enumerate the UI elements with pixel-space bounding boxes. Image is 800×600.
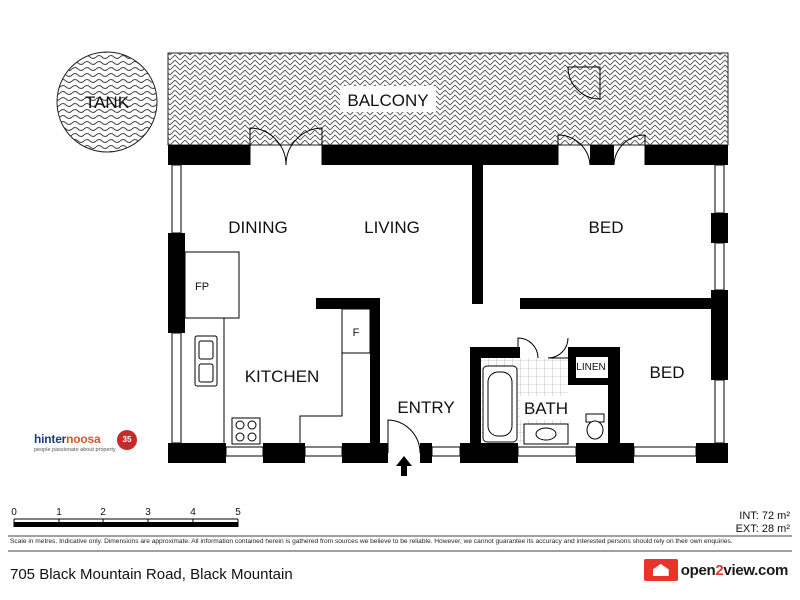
room-label-bed-2: BED [650,363,685,382]
label-linen: LINEN [576,362,605,373]
scale-bar: 0 1 2 3 4 5 [11,507,241,527]
tank-area [56,51,158,153]
agency-logo: hinternoosa people passionate about prop… [34,432,116,453]
portal-name: open2view.com [680,561,789,579]
balcony-label: BALCONY [347,91,428,110]
kitchen-benches [184,251,371,445]
room-label-kitchen: KITCHEN [245,367,320,386]
room-label-entry: ENTRY [397,398,454,417]
internal-area: INT: 72 m² [739,510,790,522]
room-label-bath: BATH [524,399,568,418]
agency-name: hinternoosa [34,432,101,446]
tank-label: TANK [85,93,130,112]
scale-tick: 5 [235,507,241,518]
bath-fixtures [482,365,605,445]
external-area: EXT: 28 m² [735,523,790,535]
interior-walls [316,152,720,453]
label-fireplace: FP [195,281,209,293]
room-label-living: LIVING [364,218,420,237]
door-swings [249,66,646,454]
room-label-dining: DINING [228,218,288,237]
scale-tick: 2 [100,507,106,518]
balcony-area [167,52,729,146]
scale-tick: 1 [56,507,62,518]
anniversary-badge: 35 [117,430,137,450]
entry-arrow-icon [396,456,412,476]
portal-logo: open2view.com [643,559,789,581]
exterior-walls [168,145,728,463]
windows [171,164,725,457]
room-label-bed-1: BED [589,218,624,237]
scale-tick: 3 [145,507,151,518]
house-icon [643,559,678,581]
property-address: 705 Black Mountain Road, Black Mountain [10,566,293,583]
disclaimer-text: Scale in metres. Indicative only. Dimens… [10,538,733,545]
scale-tick: 0 [11,507,17,518]
agency-tagline: people passionate about property [34,447,116,453]
label-fridge: F [353,327,360,339]
scale-tick: 4 [190,507,196,518]
